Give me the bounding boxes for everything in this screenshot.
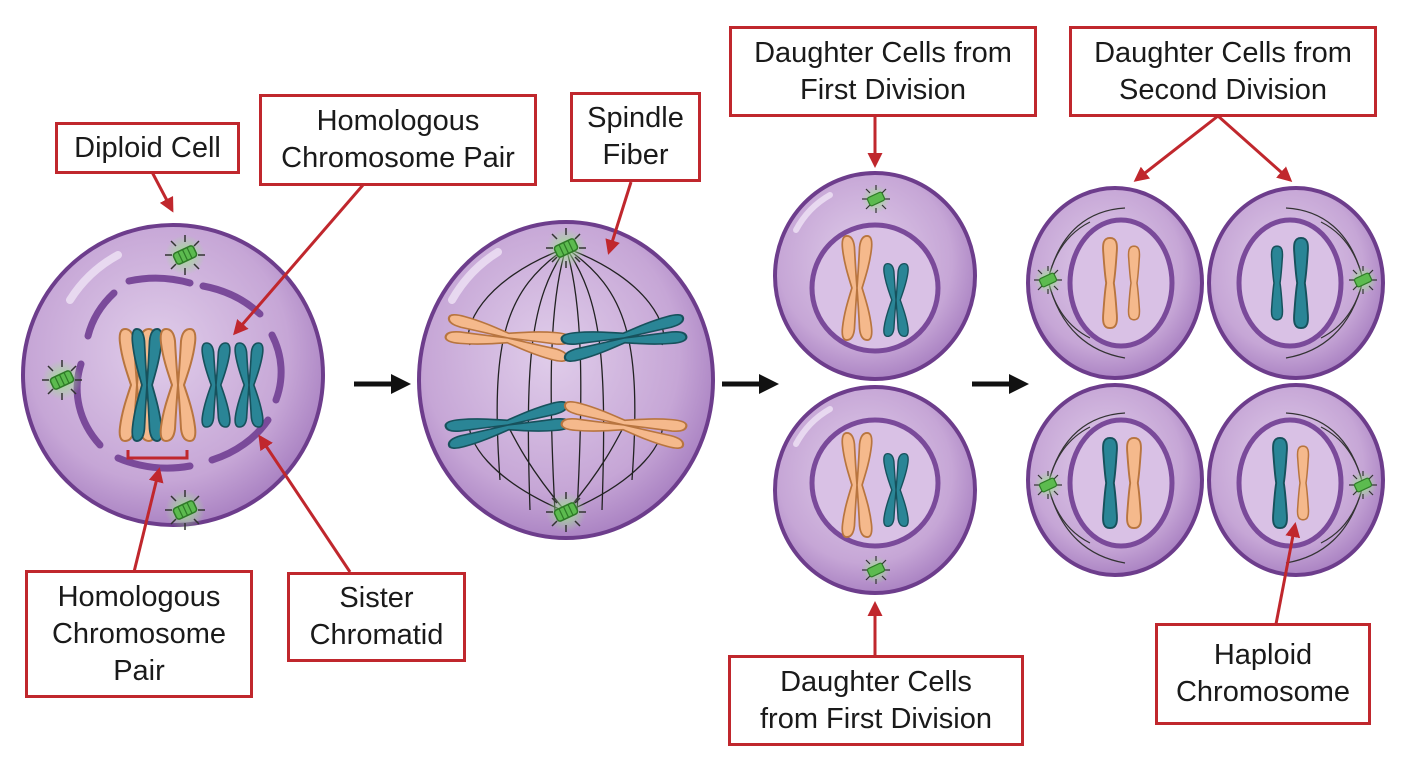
label-haploid-chromosome: Haploid Chromosome — [1155, 623, 1371, 725]
label-daughter-first-top: Daughter Cells from First Division — [729, 26, 1037, 117]
label-homologous-pair-top: Homologous Chromosome Pair — [259, 94, 537, 186]
pointer-arrow-icon — [1274, 522, 1301, 625]
pointer-arrows — [132, 114, 1301, 656]
centrosome-icon — [861, 184, 891, 214]
label-line: Daughter Cells from — [1094, 36, 1352, 69]
label-line: Daughter Cells — [780, 665, 972, 698]
label-line: Homologous — [316, 105, 480, 137]
pointer-arrow-icon — [132, 467, 164, 573]
centrosome-icon — [545, 227, 587, 269]
centrosome-icon — [1348, 470, 1378, 500]
pointer-arrow-icon — [150, 171, 174, 213]
second-division-cell-2 — [1207, 186, 1385, 380]
label-line: Chromosome — [51, 617, 227, 650]
label-homologous-pair-bottom: Homologous Chromosome Pair — [25, 570, 253, 698]
centrosome-icon — [1033, 470, 1063, 500]
centrosome-icon — [545, 491, 587, 533]
label-line: Spindle — [587, 102, 684, 134]
label-line: Chromosome Pair — [281, 142, 515, 174]
second-division-cell-1 — [1026, 186, 1204, 380]
centrosome-icon — [164, 234, 206, 276]
pointer-arrow-icon — [233, 184, 365, 336]
label-daughter-second: Daughter Cells from Second Division — [1069, 26, 1377, 117]
centrosome-icon — [164, 489, 206, 531]
label-sister-chromatid: Sister Chromatid — [287, 572, 466, 662]
first-division-cell-top — [773, 171, 977, 381]
label-line: Fiber — [602, 139, 669, 171]
pair-bracket — [126, 450, 189, 460]
label-line: Haploid — [1213, 639, 1313, 671]
centrosome-icon — [41, 359, 83, 401]
spindle-cell — [417, 220, 715, 540]
first-division-cell-bottom — [773, 385, 977, 595]
label-line: Chromatid — [309, 619, 444, 651]
second-division-cell-3 — [1026, 383, 1204, 577]
second-division-cell-4 — [1207, 383, 1385, 577]
label-diploid-cell: Diploid Cell — [55, 122, 240, 174]
label-line: Sister — [339, 582, 414, 614]
centrosome-icon — [1033, 265, 1063, 295]
label-line: from First Division — [759, 702, 992, 735]
centrosome-icon — [1348, 265, 1378, 295]
label-line: Daughter Cells from — [754, 36, 1012, 69]
label-line: Second Division — [1119, 73, 1327, 106]
pointer-arrow-icon — [258, 434, 352, 573]
label-line: Homologous — [57, 580, 221, 613]
label-line: Chromosome — [1175, 676, 1351, 708]
pointer-arrow-icon — [1133, 114, 1219, 182]
label-daughter-first-bottom: Daughter Cells from First Division — [728, 655, 1024, 746]
label-line: First Division — [800, 73, 966, 106]
label-line: Pair — [113, 654, 165, 687]
diploid-cell — [21, 223, 325, 531]
centrosome-icon — [861, 555, 891, 585]
label-spindle-fiber: Spindle Fiber — [570, 92, 701, 182]
pointer-arrow-icon — [605, 181, 633, 255]
pointer-arrow-icon — [1217, 114, 1293, 182]
homologous-pair-chromosomes — [118, 328, 197, 460]
label-line: Diploid Cell — [74, 131, 221, 164]
